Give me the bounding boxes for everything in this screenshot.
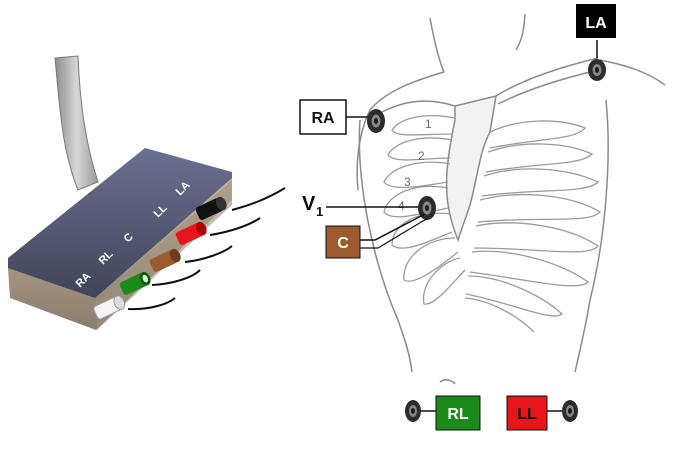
rl-electrode [405,400,421,422]
v1-label: V [302,193,316,215]
plug-rl [119,271,151,295]
clavicle-right-lower [497,69,599,105]
la-label: LA [585,15,607,32]
connector-top-face [8,148,232,300]
c-leader-2 [360,217,429,249]
ra-label: RA [311,110,335,127]
wire-ll [209,217,261,236]
ll-label-box [506,395,548,431]
wire-ra [127,297,176,311]
clavicle-left [381,100,456,113]
rib-number-1: 1 [425,117,432,131]
v1-subscript: 1 [316,204,323,219]
ll-electrode [562,400,578,422]
la-electrode [588,59,606,81]
c-label: C [337,235,349,252]
wire-rl [151,269,201,286]
ribs [383,115,601,333]
shoulder-left [356,71,445,191]
rib-number-2: 2 [418,149,425,163]
rib-number-3: 3 [404,175,411,189]
plug-ll [175,221,207,245]
plug-ra [93,295,126,320]
neck-left [429,17,445,73]
lead-wires [127,187,286,311]
plug-c [149,248,181,272]
c-leader [360,213,426,241]
torso-right-side [574,99,609,373]
torso-outline [356,13,666,385]
shoulder-right [599,59,666,86]
ll-label: LL [517,406,537,423]
ra-electrode [367,109,385,133]
c-label-box [325,225,361,259]
rib-number-4: 4 [398,199,405,213]
navel [439,379,456,385]
main-cable [54,55,99,191]
wire-c [184,245,233,263]
la-label-box [576,4,616,38]
rl-label: RL [447,406,469,423]
connector-front-face [8,178,232,330]
plug-la [195,196,227,220]
sternum [445,95,497,243]
wire-la [231,187,286,211]
clavicle-right [495,57,599,97]
torso-left-side [358,119,413,373]
neck-right [515,13,526,51]
rl-label-box [435,395,481,431]
lead-connector [8,55,232,330]
c-electrode [418,196,436,220]
